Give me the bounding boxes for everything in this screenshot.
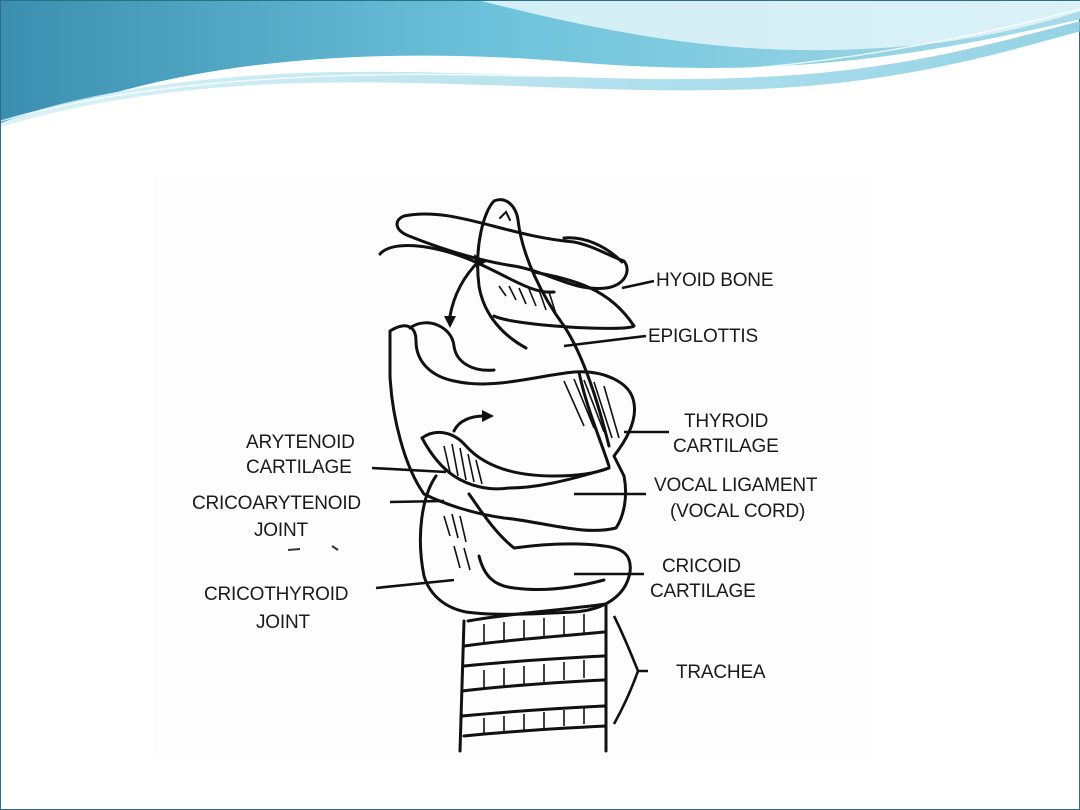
trachea-shape [458,602,608,753]
label-arytenoid-cartilage-1: ARYTENOID [246,432,355,453]
rotation-arrow-arytenoid [452,410,494,433]
label-hyoid-bone: HYOID BONE [656,270,773,291]
header-wave-decoration [1,1,1080,126]
label-thyroid-cartilage-2: CARTILAGE [673,436,779,457]
label-cricoarytenoid-joint-1: CRICOARYTENOID [192,493,361,514]
epiglottis-shape [476,198,611,448]
larynx-diagram: HYOID BONE EPIGLOTTIS THYROID CARTILAGE … [154,176,874,758]
cricoid-cartilage-shape [418,474,632,616]
label-vocal-ligament-2: (VOCAL CORD) [670,501,805,522]
label-cricothyroid-joint-1: CRICOTHYROID [204,584,348,605]
hyoid-bone-shape [378,212,636,330]
label-cricothyroid-joint-2: JOINT [256,612,310,633]
label-vocal-ligament-1: VOCAL LIGAMENT [654,475,818,496]
label-cricoarytenoid-joint-2: JOINT [254,520,308,541]
arytenoid-cartilage-shape [420,430,611,491]
label-thyroid-cartilage-1: THYROID [684,411,768,432]
larynx-drawing: HYOID BONE EPIGLOTTIS THYROID CARTILAGE … [192,198,818,753]
label-cricoid-cartilage-1: CRICOID [662,556,741,577]
label-trachea: TRACHEA [676,662,766,683]
label-cricoid-cartilage-2: CARTILAGE [650,581,756,602]
label-epiglottis: EPIGLOTTIS [648,326,758,347]
rotation-arrow-top [444,254,486,328]
stray-marks [287,545,339,551]
label-arytenoid-cartilage-2: CARTILAGE [246,457,352,478]
leader-lines [371,279,669,725]
